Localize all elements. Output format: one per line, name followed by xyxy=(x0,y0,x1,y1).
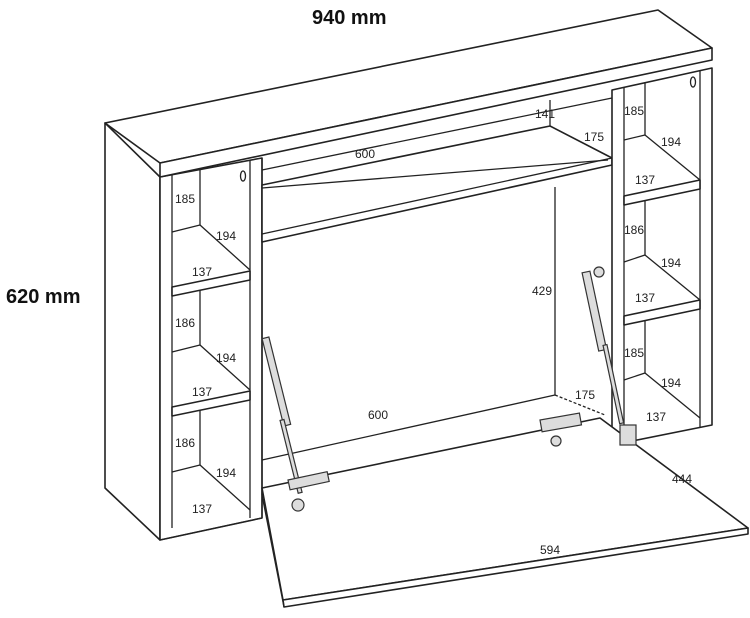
left-cell-2-height: 186 xyxy=(175,316,195,330)
top-shelf-back-height: 141 xyxy=(535,107,555,121)
overall-width: 940 mm xyxy=(312,7,387,29)
top-shelf-length: 600 xyxy=(355,147,375,161)
left-cell-1-diag: 194 xyxy=(216,229,236,243)
left-cell-3-height: 186 xyxy=(175,436,195,450)
right-cell-2-diag: 194 xyxy=(661,256,681,270)
right-cell-3-width: 137 xyxy=(646,410,666,424)
right-cell-2-width: 137 xyxy=(635,291,655,305)
desk-depth: 175 xyxy=(575,388,595,402)
gas-strut-left xyxy=(261,336,330,512)
right-cell-1-height: 185 xyxy=(624,104,644,118)
left-cell-3-diag: 194 xyxy=(216,466,236,480)
hole-icon xyxy=(239,170,247,182)
right-cell-3-diag: 194 xyxy=(661,376,681,390)
right-cell-1-diag: 194 xyxy=(661,135,681,149)
left-cell-3-width: 137 xyxy=(192,502,212,516)
top-shelf-depth: 175 xyxy=(584,130,604,144)
desk-opening-height: 429 xyxy=(532,284,552,298)
right-cell-1-width: 137 xyxy=(635,173,655,187)
cabinet-body xyxy=(104,9,749,608)
hole-icon xyxy=(689,76,697,88)
left-cell-2-width: 137 xyxy=(192,385,212,399)
right-cell-3-height: 185 xyxy=(624,346,644,360)
hinge xyxy=(539,412,583,447)
top-board-front xyxy=(159,47,713,178)
flap-length: 594 xyxy=(540,543,560,557)
left-cell-1-height: 185 xyxy=(175,192,195,206)
left-cell-2-diag: 194 xyxy=(216,351,236,365)
gas-strut-right xyxy=(581,266,637,446)
flap-depth: 444 xyxy=(672,472,692,486)
left-side-panel xyxy=(104,122,161,541)
desk-back-length: 600 xyxy=(368,408,388,422)
right-column xyxy=(611,67,713,446)
overall-height: 620 mm xyxy=(6,286,81,308)
right-cell-2-height: 186 xyxy=(624,223,644,237)
left-cell-1-width: 137 xyxy=(192,265,212,279)
left-column-front xyxy=(159,157,263,541)
